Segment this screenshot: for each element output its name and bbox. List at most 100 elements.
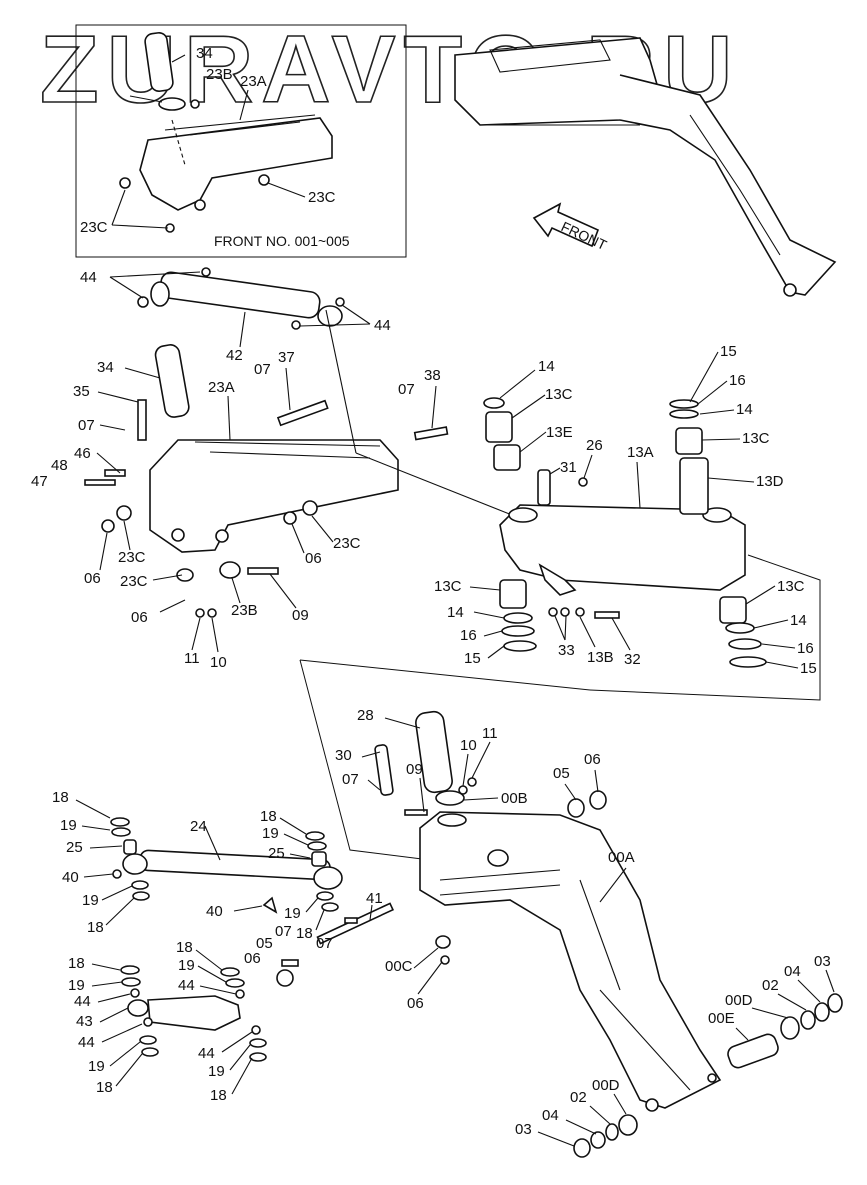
cylinder-43-drawing: [120, 965, 267, 1062]
label-18-a: 18: [52, 789, 69, 806]
label-19-h: 19: [208, 1063, 225, 1080]
label-14-left-bottom: 14: [447, 604, 464, 621]
label-31: 31: [560, 459, 577, 476]
label-25-left: 25: [66, 839, 83, 856]
label-03-left: 03: [515, 1121, 532, 1138]
label-00C: 00C: [385, 958, 413, 975]
label-40-right: 40: [206, 903, 223, 920]
label-44-e: 44: [178, 977, 195, 994]
label-10-upper: 10: [210, 654, 227, 671]
label-07-pin-b: 07: [316, 935, 333, 952]
label-23A: 23A: [208, 379, 235, 396]
label-06-c: 06: [131, 609, 148, 626]
label-14-right-top: 14: [736, 401, 753, 418]
label-46: 46: [74, 445, 91, 462]
label-44-d: 44: [78, 1034, 95, 1051]
label-07-right: 07: [398, 381, 415, 398]
label-33: 33: [558, 642, 575, 659]
label-48: 48: [51, 457, 68, 474]
label-44-c: 44: [74, 993, 91, 1010]
label-47: 47: [31, 473, 48, 490]
label-18-d: 18: [296, 925, 313, 942]
label-28: 28: [357, 707, 374, 724]
label-23B: 23B: [231, 602, 258, 619]
label-23C-c: 23C: [333, 535, 361, 552]
label-18-c: 18: [260, 808, 277, 825]
label-26: 26: [586, 437, 603, 454]
label-16-left-bottom: 16: [460, 627, 477, 644]
inset-boom-drawing: [119, 31, 333, 233]
label-34: 34: [97, 359, 114, 376]
label-19-f: 19: [88, 1058, 105, 1075]
label-19-a: 19: [60, 817, 77, 834]
label-30: 30: [335, 747, 352, 764]
label-40-left: 40: [62, 869, 79, 886]
label-11-upper: 11: [184, 650, 200, 667]
label-25-right: 25: [268, 845, 285, 862]
label-18-f: 18: [96, 1079, 113, 1096]
label-13E: 13E: [546, 424, 573, 441]
label-13C-right-bottom: 13C: [777, 578, 805, 595]
label-13D: 13D: [756, 473, 784, 490]
cylinder-42-drawing: [137, 267, 345, 330]
label-24: 24: [190, 818, 207, 835]
label-09-lower: 09: [406, 761, 423, 778]
label-04-right: 04: [784, 963, 801, 980]
label-07-mid: 07: [254, 361, 271, 378]
inset-frame: [75, 24, 407, 258]
label-04-left: 04: [542, 1107, 559, 1124]
label-44-right: 44: [374, 317, 391, 334]
label-02-right: 02: [762, 977, 779, 994]
main-boom-00A-drawing: [374, 710, 843, 1158]
front-direction-arrow: FRONT: [532, 202, 610, 253]
label-00B: 00B: [501, 790, 528, 807]
label-43: 43: [76, 1013, 93, 1030]
label-inset-34: 34: [196, 45, 213, 62]
label-13C-right-top: 13C: [742, 430, 770, 447]
label-18-h: 18: [210, 1087, 227, 1104]
label-37: 37: [278, 349, 295, 366]
label-42: 42: [226, 347, 243, 364]
label-05-boom: 05: [553, 765, 570, 782]
bracket-23A-drawing: [84, 344, 449, 618]
label-13A: 13A: [627, 444, 654, 461]
label-23C-b: 23C: [120, 573, 148, 590]
label-13C-left-bottom: 13C: [434, 578, 462, 595]
label-11-lower: 11: [482, 725, 498, 742]
boom-assembly-overview: [454, 37, 837, 297]
label-inset-23B: 23B: [206, 66, 233, 83]
label-00E: 00E: [708, 1010, 735, 1027]
label-38: 38: [424, 367, 441, 384]
label-13B: 13B: [587, 649, 614, 666]
label-00A: 00A: [608, 849, 635, 866]
label-06-00C: 06: [407, 995, 424, 1012]
label-35: 35: [73, 383, 90, 400]
cylinder-24-drawing: [110, 817, 395, 987]
label-06-a: 06: [84, 570, 101, 587]
label-18-e: 18: [68, 955, 85, 972]
label-19-g: 19: [178, 957, 195, 974]
label-44-f: 44: [198, 1045, 215, 1062]
label-14-top: 14: [538, 358, 555, 375]
label-44-left: 44: [80, 269, 97, 286]
label-19-c: 19: [262, 825, 279, 842]
label-inset-23A: 23A: [240, 73, 267, 90]
label-13C-top: 13C: [545, 386, 573, 403]
label-23C-a: 23C: [118, 549, 146, 566]
label-inset-23C-right: 23C: [308, 189, 336, 206]
label-00D-left: 00D: [592, 1077, 620, 1094]
label-19-b: 19: [82, 892, 99, 909]
label-07-left: 07: [78, 417, 95, 434]
label-inset-23C-left: 23C: [80, 219, 108, 236]
label-03-right: 03: [814, 953, 831, 970]
label-16-right-bottom: 16: [797, 640, 814, 657]
label-41: 41: [366, 890, 383, 907]
label-00D-right: 00D: [725, 992, 753, 1009]
arm-13A-drawing: [483, 397, 767, 668]
label-06-b: 06: [305, 550, 322, 567]
label-15-left-bottom: 15: [464, 650, 481, 667]
label-15-right-bottom: 15: [800, 660, 817, 677]
label-06-boom: 06: [584, 751, 601, 768]
